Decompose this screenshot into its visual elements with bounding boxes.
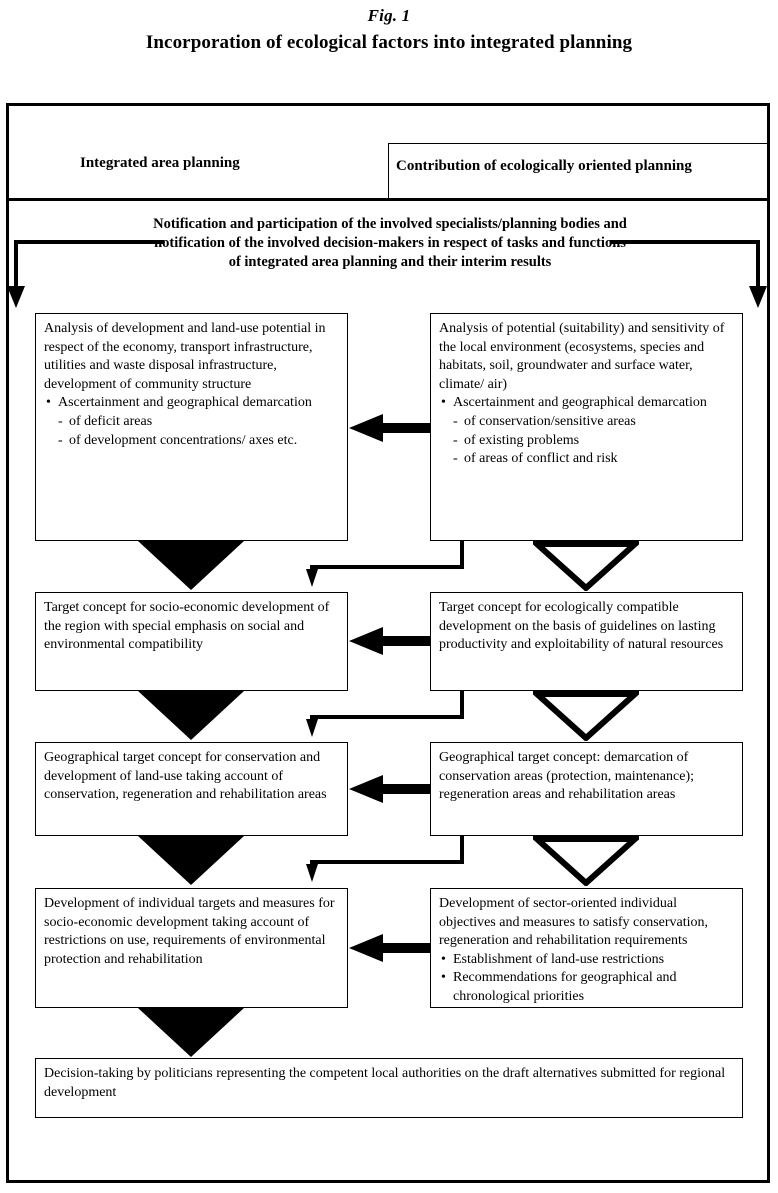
notification-banner: Notification and participation of the in… [40,215,740,272]
box-left-development-individual-body: Development of individual targets and me… [44,896,335,967]
list-item: of development concentrations/ axes etc. [44,432,340,451]
list-item: Recommendations for geographical and chr… [439,969,735,1006]
figure-title: Incorporation of ecological factors into… [145,32,633,53]
box-left-analysis-list: Ascertainment and geographical demarcati… [44,394,340,450]
box-right-analysis-list: Ascertainment and geographical demarcati… [439,394,735,468]
box-right-development-sector-body: Development of sector-oriented individua… [439,896,709,949]
box-left-target-concept-body: Target concept for socio-economic develo… [44,600,330,653]
flow-triangle-left-2-icon [138,691,244,740]
banner-branch-line-right [610,240,760,244]
crossflow-1-stem [460,541,464,569]
box-left-analysis-body: Analysis of development and land-use pot… [44,321,326,392]
flow-triangle-right-2-icon [529,691,643,746]
notification-line-3: of integrated area planning and their in… [228,254,552,270]
arrow-row3-head-icon [349,775,383,803]
box-right-target-concept: Target concept for ecologically compatib… [430,592,743,691]
arrow-row4-shaft [373,943,430,953]
box-final-decision-body: Decision-taking by politicians represent… [44,1066,726,1100]
flow-triangle-left-1-icon [138,541,244,590]
box-right-development-sector: Development of sector-oriented individua… [430,888,743,1008]
box-right-geographical-target-body: Geographical target concept: demarcation… [439,750,694,803]
crossflow-1-line [310,565,464,569]
arrow-row1-head-icon [349,414,383,442]
list-item: of deficit areas [44,413,340,432]
arrow-row4-head-icon [349,934,383,962]
arrow-row1-shaft [373,423,430,433]
banner-arrow-right-icon [749,286,767,308]
box-left-analysis: Analysis of development and land-use pot… [35,313,348,541]
list-item: Establishment of land-use restrictions [439,951,735,970]
figure-number: Fig. 1 [367,6,411,25]
header-right-column-cell [388,143,770,201]
crossflow-2-stem [460,691,464,719]
notification-line-1: Notification and participation of the in… [153,216,627,232]
crossflow-1-arrow-icon [306,569,318,587]
crossflow-3-stem [460,836,464,864]
banner-branch-stem-right [756,240,760,292]
header-left-column-label: Integrated area planning [80,155,240,171]
banner-branch-line-left [14,240,164,244]
arrow-row3-shaft [373,784,430,794]
crossflow-2-line [310,715,464,719]
crossflow-3-line [310,860,464,864]
box-right-development-sector-list: Establishment of land-use restrictions R… [439,951,735,1007]
list-item: Ascertainment and geographical demarcati… [439,394,735,413]
banner-arrow-left-icon [7,286,25,308]
box-right-analysis-body: Analysis of potential (suitability) and … [439,321,725,392]
box-left-target-concept: Target concept for socio-economic develo… [35,592,348,691]
box-left-development-individual: Development of individual targets and me… [35,888,348,1008]
box-left-geographical-target: Geographical target concept for conserva… [35,742,348,836]
box-right-geographical-target: Geographical target concept: demarcation… [430,742,743,836]
list-item: Ascertainment and geographical demarcati… [44,394,340,413]
box-right-analysis: Analysis of potential (suitability) and … [430,313,743,541]
flow-triangle-right-1-icon [529,541,643,596]
box-final-decision: Decision-taking by politicians represent… [35,1058,743,1118]
flow-triangle-right-3-icon [529,836,643,891]
list-item: of conservation/sensitive areas [439,413,735,432]
flow-triangle-left-4-icon [138,1008,244,1057]
flow-triangle-left-3-icon [138,836,244,885]
box-left-geographical-target-body: Geographical target concept for conserva… [44,750,327,803]
crossflow-2-arrow-icon [306,719,318,737]
crossflow-3-arrow-icon [306,864,318,882]
notification-line-2: notification of the involved decision-ma… [154,235,626,251]
banner-branch-stem-left [14,240,18,292]
header-right-column-label: Contribution of ecologically oriented pl… [396,158,692,174]
arrow-row2-head-icon [349,627,383,655]
list-item: of existing problems [439,432,735,451]
arrow-row2-shaft [373,636,430,646]
list-item: of areas of conflict and risk [439,450,735,469]
box-right-target-concept-body: Target concept for ecologically compatib… [439,600,724,653]
